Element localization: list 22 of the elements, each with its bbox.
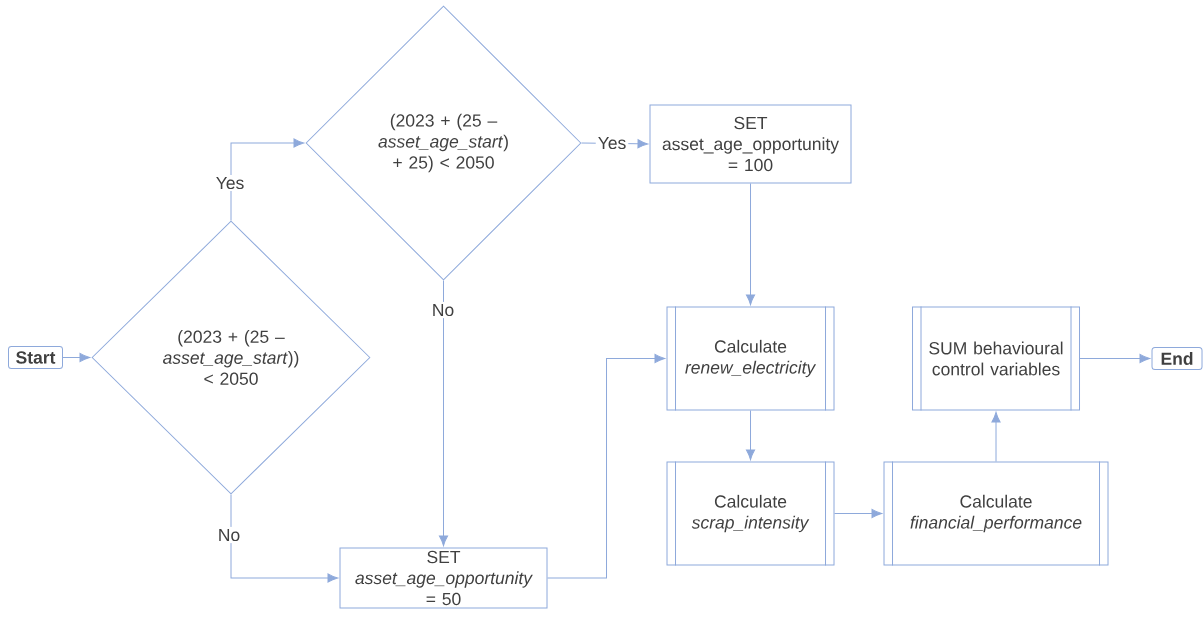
terminal-box: Start: [8, 346, 63, 369]
edge-label: Yes: [213, 174, 247, 192]
arrow: [745, 183, 756, 306]
arrow: [62, 352, 91, 363]
arrow: [230, 138, 305, 221]
arrow: [1079, 353, 1151, 364]
arrow: [230, 494, 339, 583]
edge-label: No: [215, 526, 243, 544]
predefined-process-box: Calculate financial_performance: [883, 461, 1109, 566]
arrow: [438, 280, 449, 547]
predefined-process-box: Calculate scrap_intensity: [666, 461, 835, 566]
terminal-box: End: [1151, 347, 1203, 370]
arrow: [991, 411, 1001, 462]
edge-label: Yes: [595, 134, 629, 152]
process-box: SET asset_age_opportunity = 50: [339, 547, 548, 609]
edge-label: No: [429, 301, 457, 319]
predefined-process-box: SUM behavioural control variables: [912, 306, 1080, 411]
predefined-process-box: Calculate renew_electricity: [666, 306, 835, 411]
arrow: [834, 508, 883, 519]
process-box: SET asset_age_opportunity = 100: [649, 104, 852, 184]
arrow: [547, 353, 666, 579]
arrow: [745, 410, 756, 461]
